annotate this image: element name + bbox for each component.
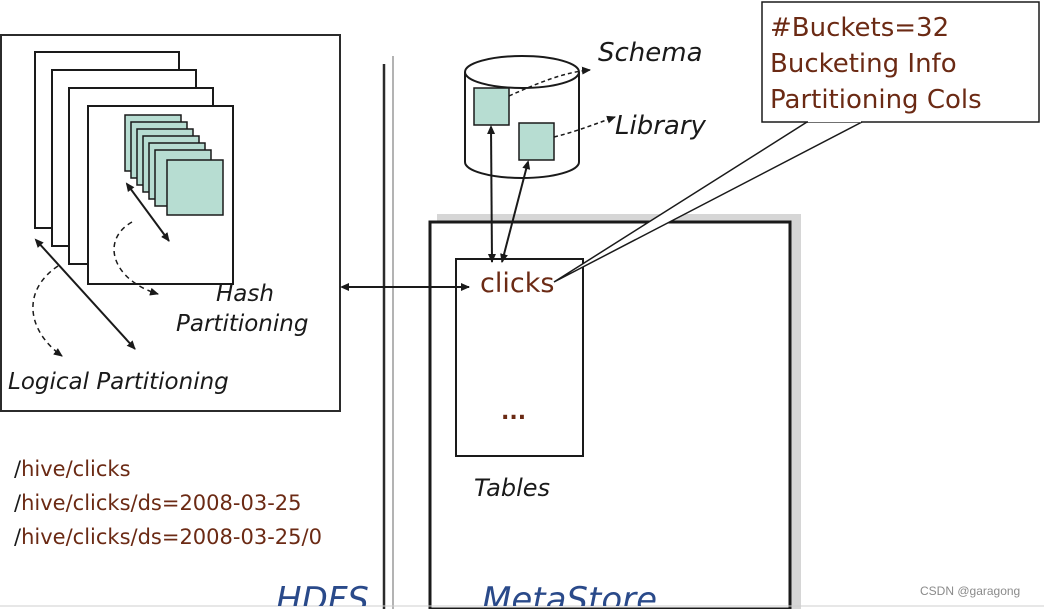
path-prefix: / <box>14 525 22 549</box>
schema-dashed-arrow <box>508 66 591 97</box>
tables-ellipsis: ... <box>501 400 527 425</box>
path-prefix: / <box>14 457 22 481</box>
callout-box <box>761 1 1040 123</box>
path-rest: hive/clicks/ds=2008-03-25/0 <box>21 525 322 549</box>
bucket-stack <box>124 114 224 216</box>
hash-dashed-curve <box>113 221 159 296</box>
logical-arrow <box>34 238 136 350</box>
hdfs-label: HDFS <box>276 580 369 606</box>
watermark-text: CSDN @garagong <box>920 584 1021 598</box>
logical-dashed-curve <box>32 265 63 357</box>
logical-partitioning-label: Logical Partitioning <box>8 369 229 395</box>
schema-label: Schema <box>598 38 703 68</box>
callout-text: #Buckets=32 Bucketing Info Partitioning … <box>770 10 982 118</box>
hdfs-path: /hive/clicks/ds=2008-03-25 <box>14 486 322 520</box>
callout-line-buckets: #Buckets=32 <box>770 13 950 43</box>
schema-clicks-arrow <box>487 125 496 263</box>
library-dashed-arrow <box>553 115 616 138</box>
hash-label-line2: Partitioning <box>176 311 309 337</box>
library-clicks-arrow <box>500 160 531 263</box>
hash-arrow <box>125 182 170 242</box>
tables-box <box>455 258 584 457</box>
path-rest: hive/clicks/ds=2008-03-25 <box>21 491 302 515</box>
library-label: Library <box>615 111 706 141</box>
hdfs-path-list: /hive/clicks /hive/clicks/ds=2008-03-25 … <box>14 452 322 554</box>
database-cylinder <box>464 55 580 179</box>
hdfs-path: /hive/clicks/ds=2008-03-25/0 <box>14 520 322 554</box>
callout-line-bucketing: Bucketing Info <box>770 49 957 79</box>
path-rest: hive/clicks <box>21 457 131 481</box>
tables-label: Tables <box>474 474 551 502</box>
path-prefix: / <box>14 491 22 515</box>
hdfs-path: /hive/clicks <box>14 452 322 486</box>
metastore-label: MetaStore <box>482 580 658 606</box>
hash-label-line1: Hash <box>216 281 274 307</box>
clicks-table-label: clicks <box>480 268 555 299</box>
callout-line-partitioning: Partitioning Cols <box>770 85 982 115</box>
